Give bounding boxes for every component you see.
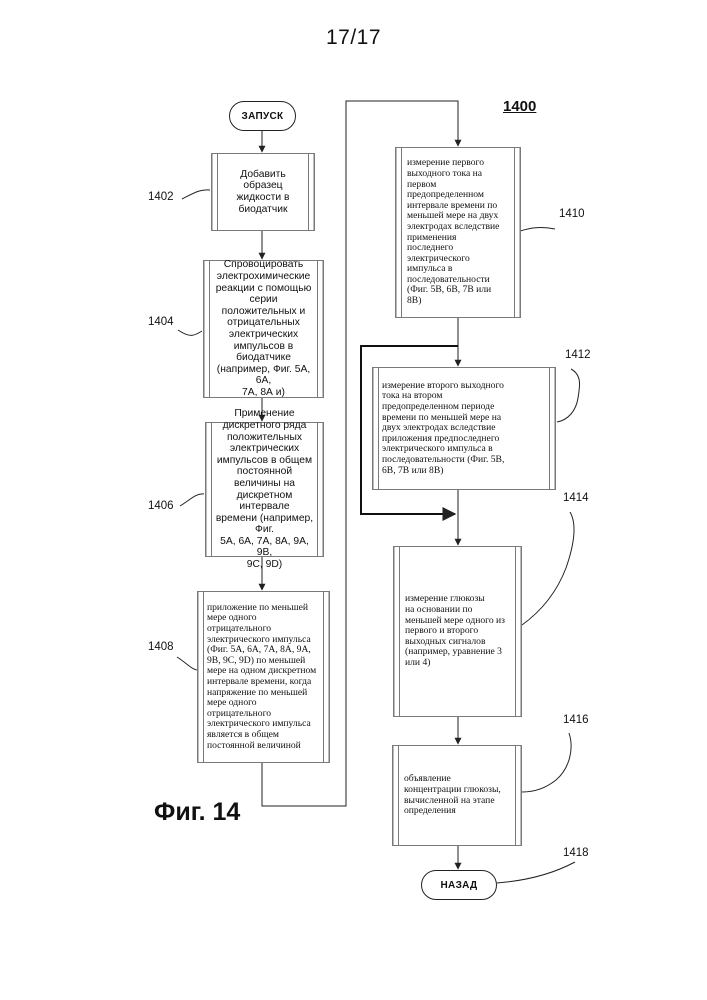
step-1414-text: измерение глюкозы на основании по меньше…: [405, 594, 505, 668]
step-1416-text: объявление концентрации глюкозы, вычисле…: [404, 774, 501, 816]
leader-1404: [178, 330, 202, 335]
step-1408-text: приложение по меньшей мере одного отрица…: [207, 603, 316, 751]
step-1410-text: измерение первого выходного тока на перв…: [407, 158, 499, 306]
leader-1406: [180, 494, 204, 506]
step-1402-box: Добавить образец жидкости в биодатчик: [211, 153, 315, 231]
step-1404-text: Спровоцировать электрохимические реакции…: [212, 259, 315, 398]
step-1408-box: приложение по меньшей мере одного отрица…: [197, 591, 330, 763]
sheet-number: 17/17: [0, 26, 707, 50]
leader-1414: [522, 512, 574, 625]
ref-1410: 1410: [559, 208, 585, 220]
ref-1406: 1406: [148, 500, 174, 512]
step-1416-box: объявление концентрации глюкозы, вычисле…: [392, 745, 522, 846]
ref-1404: 1404: [148, 316, 174, 328]
step-1412-box: измерение второго выходного тока на втор…: [372, 367, 556, 490]
ref-1402: 1402: [148, 191, 174, 203]
leader-1418: [497, 862, 575, 883]
step-1402-text: Добавить образец жидкости в биодатчик: [222, 169, 304, 215]
step-1406-box: Применение дискретного ряда положительны…: [205, 422, 324, 557]
step-1412-text: измерение второго выходного тока на втор…: [382, 381, 504, 476]
step-1410-box: измерение первого выходного тока на перв…: [395, 147, 521, 318]
end-terminal-label: НАЗАД: [441, 880, 478, 891]
step-1414-box: измерение глюкозы на основании по меньше…: [393, 546, 522, 717]
ref-1416: 1416: [563, 714, 589, 726]
leader-1416: [522, 733, 571, 792]
start-terminal-label: ЗАПУСК: [242, 111, 284, 122]
end-terminal: НАЗАД: [421, 870, 497, 900]
step-1404-box: Спровоцировать электрохимические реакции…: [203, 260, 324, 398]
diagram-reference-number: 1400: [503, 98, 536, 115]
leader-1410: [520, 228, 555, 231]
start-terminal: ЗАПУСК: [229, 101, 296, 131]
ref-1412: 1412: [565, 349, 591, 361]
ref-1418: 1418: [563, 847, 589, 859]
leader-1402: [182, 190, 210, 199]
ref-1408: 1408: [148, 641, 174, 653]
leader-1412: [557, 369, 580, 422]
ref-1414: 1414: [563, 492, 589, 504]
step-1406-text: Применение дискретного ряда положительны…: [214, 408, 315, 570]
figure-label: Фиг. 14: [154, 798, 240, 827]
leader-1408: [177, 657, 199, 670]
